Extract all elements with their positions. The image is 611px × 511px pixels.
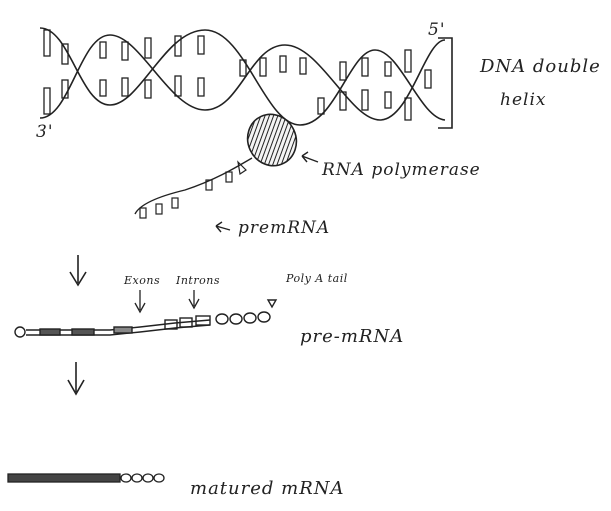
matured-mrna-strand: [8, 474, 164, 482]
matured-mrna-label: matured mRNA: [190, 478, 345, 499]
three-prime-label: 3': [36, 122, 54, 142]
five-prime-label: 5': [428, 20, 446, 40]
exons-pointer-arrow: [135, 290, 145, 312]
introns-label: Introns: [176, 274, 220, 287]
poly-a-tail-label: Poly A tail: [286, 272, 348, 285]
pre-mrna-strand: [15, 300, 276, 337]
introns-pointer-arrow: [189, 290, 199, 308]
helix-bracket: [438, 38, 452, 128]
exons-label: Exons: [124, 274, 160, 287]
rna-polymerase-label: RNA polymerase: [322, 160, 481, 180]
rna-polymerase-blob: [239, 106, 304, 173]
down-arrow-icon: [68, 362, 84, 394]
rna-polymerase-pointer-arrow: [302, 152, 318, 162]
down-arrow-icon: [70, 255, 86, 285]
dna-base-pairs: [44, 30, 431, 120]
dna-label-line2: helix: [500, 90, 546, 110]
dna-label-line1: DNA double: [480, 56, 601, 77]
dna-strand-2: [40, 35, 445, 120]
nascent-rna-strand: [135, 158, 252, 214]
pre-mrna-label: pre-mRNA: [300, 326, 404, 347]
premrna-pointer-arrow: [216, 222, 230, 232]
premrna-short-label: premRNA: [238, 218, 330, 238]
